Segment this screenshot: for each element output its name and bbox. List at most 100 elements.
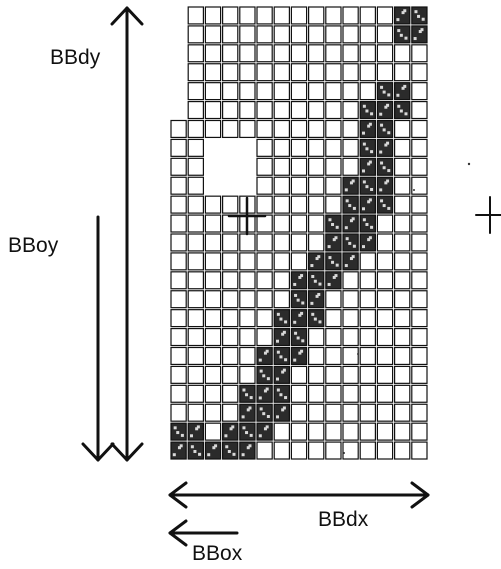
cell-speckle — [382, 90, 386, 94]
grid-cell — [256, 309, 273, 328]
cell-speckle — [298, 275, 302, 279]
cell-speckle — [245, 431, 249, 435]
grid-cell — [273, 214, 291, 233]
grid-cell — [342, 63, 359, 82]
grid-cell — [204, 290, 222, 309]
grid-cell — [204, 309, 222, 328]
grid-cell — [325, 422, 342, 441]
cell-speckle — [246, 446, 250, 450]
grid-cell — [376, 271, 394, 290]
grid-cell-filled — [376, 138, 394, 157]
grid-cell — [187, 119, 204, 139]
cell-speckle — [401, 86, 405, 90]
grid-cell — [308, 25, 325, 44]
cell-speckle — [249, 433, 253, 437]
grid-cell — [222, 63, 239, 82]
cell-speckle — [382, 128, 386, 132]
cell-speckle — [328, 256, 332, 260]
grid-cell — [308, 327, 325, 347]
grid-cell — [394, 195, 411, 214]
grid-cell — [170, 346, 187, 366]
grid-cell — [342, 365, 359, 384]
grid-cell-filled — [256, 346, 273, 366]
grid-cell-filled — [256, 422, 273, 441]
grid-cell — [273, 100, 291, 120]
grid-cell — [325, 119, 342, 139]
grid-cell — [394, 290, 411, 309]
cell-grid — [170, 6, 428, 460]
grid-cell — [325, 195, 342, 214]
grid-cell — [273, 441, 291, 460]
grid-cell — [359, 271, 377, 290]
grid-cell — [170, 176, 187, 195]
grid-cell-filled — [342, 176, 359, 195]
cell-speckle — [414, 10, 418, 14]
cell-speckle — [249, 396, 253, 400]
grid-cell — [256, 100, 273, 120]
grid-cell — [359, 384, 377, 403]
grid-cell — [273, 422, 291, 441]
grid-cell — [290, 441, 308, 460]
cell-speckle — [396, 18, 400, 22]
cell-speckle — [281, 332, 285, 336]
grid-cell — [256, 233, 273, 252]
cell-speckle — [279, 393, 283, 397]
grid-cell — [359, 290, 377, 309]
cell-speckle — [265, 387, 269, 391]
grid-cell — [394, 138, 411, 157]
grid-cell-filled — [273, 327, 291, 347]
cell-speckle — [281, 408, 285, 412]
cell-speckle — [344, 188, 348, 192]
cell-speckle — [315, 257, 319, 261]
grid-cell — [256, 214, 273, 233]
grid-cell — [411, 309, 428, 328]
grid-cell — [342, 100, 359, 120]
cell-speckle — [362, 131, 365, 135]
grid-cell — [394, 119, 411, 139]
grid-cell — [359, 403, 377, 422]
grid-cell — [273, 44, 291, 63]
grid-cell-filled — [359, 119, 377, 139]
grid-cell — [411, 327, 428, 347]
cell-speckle — [224, 434, 228, 438]
grid-cell-filled — [187, 422, 204, 441]
grid-cell — [394, 365, 411, 384]
grid-cell — [359, 6, 377, 25]
cell-speckle — [241, 415, 245, 419]
grid-cell — [325, 176, 342, 195]
grid-cell — [394, 441, 411, 460]
grid-cell — [308, 441, 325, 460]
grid-cell — [394, 403, 411, 422]
cell-speckle — [362, 245, 365, 249]
grid-cell-filled — [290, 271, 308, 290]
grid-cell — [204, 119, 222, 139]
grid-cell — [170, 252, 187, 271]
cell-speckle — [311, 275, 315, 279]
grid-cell — [308, 176, 325, 195]
bbdy-label: BBdy — [50, 46, 101, 69]
grid-cell — [170, 309, 187, 328]
cell-speckle — [368, 122, 372, 126]
grid-cell — [222, 195, 239, 214]
cell-speckle — [348, 241, 352, 245]
grid-cell — [411, 365, 428, 384]
grid-cell — [325, 6, 342, 25]
cell-speckle — [265, 349, 269, 353]
cell-speckle — [368, 198, 372, 202]
grid-cell — [273, 176, 291, 195]
cell-speckle — [231, 425, 235, 429]
cell-speckle — [331, 260, 335, 264]
grid-cell — [256, 25, 273, 44]
grid-cell — [411, 195, 428, 214]
grid-cell-filled — [222, 422, 239, 441]
grid-cell — [308, 44, 325, 63]
cell-speckle — [266, 414, 270, 418]
grid-cell — [376, 44, 394, 63]
grid-cell — [411, 82, 428, 101]
grid-cell — [222, 346, 239, 366]
cell-speckle — [190, 445, 194, 449]
grid-cell — [290, 233, 308, 252]
cell-speckle — [310, 301, 314, 305]
grid-cell — [376, 365, 394, 384]
grid-cell — [187, 290, 204, 309]
